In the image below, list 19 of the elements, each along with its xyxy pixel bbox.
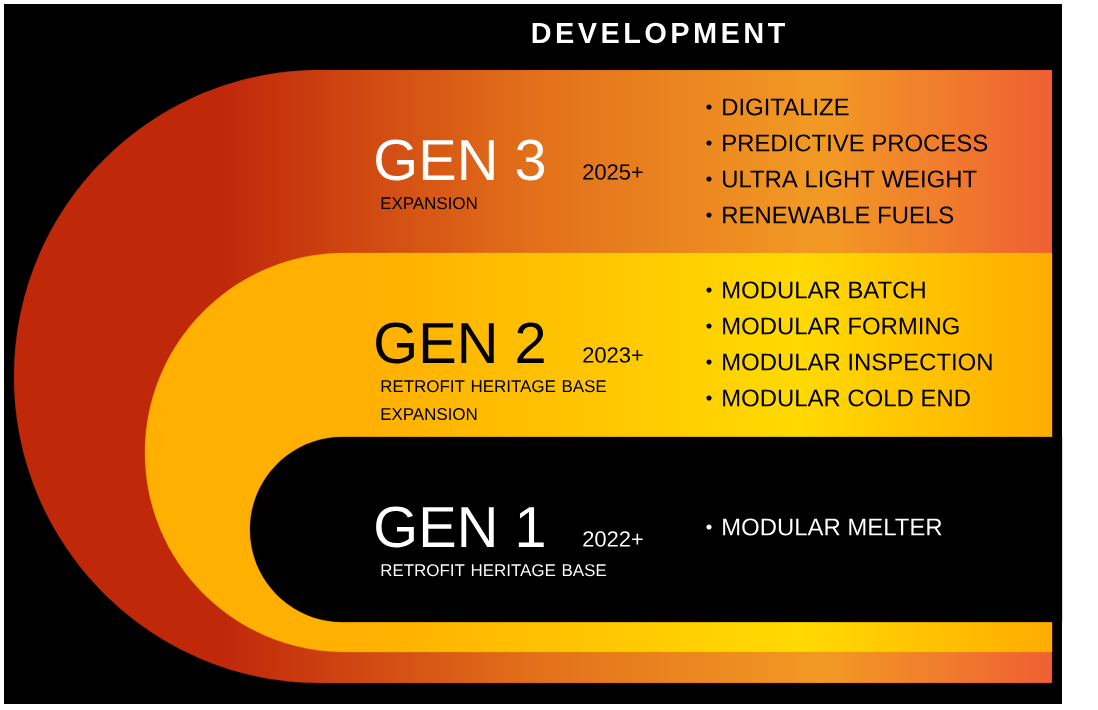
bullet-item: MODULAR FORMING (706, 317, 959, 335)
year-label: 2022+ (583, 531, 643, 547)
subtitle: RETROFIT HERITAGE BASE (381, 564, 606, 577)
year-label: 2025+ (583, 164, 643, 180)
generation-title: GEN 3 (376, 139, 544, 181)
generation-title: GEN 2 (376, 322, 544, 364)
year-label: 2023+ (583, 347, 643, 363)
heading: DEVELOPMENT (532, 22, 785, 44)
subtitle: EXPANSION (381, 197, 477, 210)
generation-title: GEN 1 (376, 506, 544, 548)
subtitle: RETROFIT HERITAGE BASE EXPANSION (381, 380, 606, 421)
bullet-item: MODULAR MELTER (706, 518, 942, 536)
bullet-item: RENEWABLE FUELS (706, 206, 954, 224)
bullet-item: MODULAR INSPECTION (706, 353, 992, 371)
bullet-item: MODULAR BATCH (706, 281, 925, 299)
bullet-item: ULTRA LIGHT WEIGHT (706, 170, 977, 188)
bullet-item: DIGITALIZE (706, 98, 849, 116)
bullet-item: MODULAR COLD END (706, 389, 970, 407)
bullet-item: PREDICTIVE PROCESS (706, 134, 988, 152)
